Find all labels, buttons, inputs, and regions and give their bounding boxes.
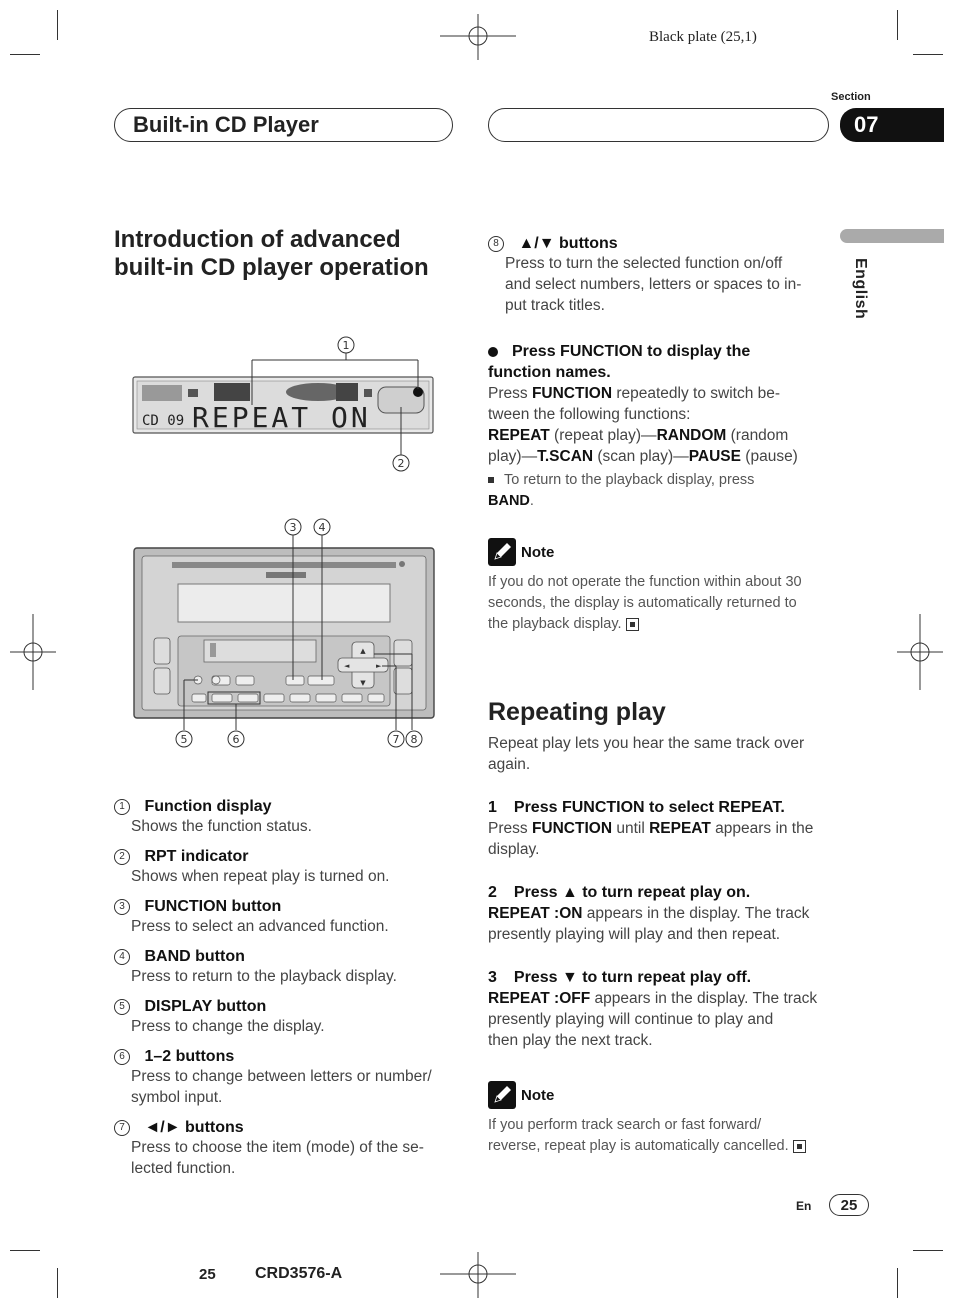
list-item: 2 RPT indicator Shows when repeat play i… <box>114 848 459 898</box>
language-tab <box>840 229 944 243</box>
callout-5: 5 <box>181 733 188 746</box>
pencil-note-icon <box>488 538 516 566</box>
svg-text:▼: ▼ <box>360 679 366 687</box>
callout-3: 3 <box>290 521 297 534</box>
svg-text:CD 09: CD 09 <box>142 413 184 429</box>
callout-1: 1 <box>343 339 350 352</box>
pencil-note-icon <box>488 1081 516 1109</box>
svg-text:►: ► <box>376 662 382 670</box>
language-code: En <box>796 1199 812 1213</box>
language-label: English <box>852 258 869 320</box>
crop-mark <box>913 1250 943 1251</box>
end-mark-icon <box>625 617 639 631</box>
bullet-square <box>488 477 494 484</box>
callout-7: 7 <box>393 733 400 746</box>
page-number: 25 <box>829 1194 869 1216</box>
note-block: Note If you perform track search or fast… <box>488 1081 833 1157</box>
crop-mark <box>10 1250 40 1251</box>
callout-4: 4 <box>319 521 326 534</box>
list-item: 5 DISPLAY button Press to change the dis… <box>114 998 459 1048</box>
head-unit-figure: ▲ ▼ ◄ ► 3 4 5 6 7 8 <box>133 518 435 748</box>
print-page-number: 25 <box>199 1266 216 1283</box>
note-block: Note If you do not operate the function … <box>488 538 833 635</box>
empty-title-pill <box>488 108 829 142</box>
list-item: 7 ◄/► buttons Press to choose the item (… <box>114 1119 459 1190</box>
model-code: CRD3576-A <box>255 1265 343 1282</box>
crop-mark <box>57 1268 58 1298</box>
callout-8: 8 <box>411 733 418 746</box>
lcd-text: REPEAT ON <box>192 401 371 434</box>
crop-mark <box>913 54 943 55</box>
chapter-title: Built-in CD Player <box>133 112 319 137</box>
end-mark-icon <box>792 1139 806 1153</box>
callout-6: 6 <box>233 733 240 746</box>
list-item: 3 FUNCTION button Press to select an adv… <box>114 898 459 948</box>
list-item: 4 BAND button Press to return to the pla… <box>114 948 459 998</box>
item-list: 1 Function display Shows the function st… <box>114 798 459 1190</box>
display-figure: CD 09 REPEAT ON 1 2 <box>132 336 434 472</box>
intro-title: Introduction of advanced built-in CD pla… <box>114 226 429 281</box>
repeating-play-title: Repeating play <box>488 698 666 726</box>
crop-mark <box>57 10 58 40</box>
svg-text:◄: ◄ <box>344 662 350 670</box>
list-item: 8 ▲/▼ buttons Press to turn the selected… <box>488 235 833 316</box>
repeating-play-body: Repeat play lets you hear the same track… <box>488 733 833 1051</box>
list-item: 6 1–2 buttons Press to change between le… <box>114 1048 459 1119</box>
function-names-block: Press FUNCTION to display the function n… <box>488 343 798 509</box>
bullet-dot <box>488 346 498 357</box>
svg-text:▲: ▲ <box>360 647 366 655</box>
crop-mark <box>897 10 898 40</box>
callout-2: 2 <box>398 457 405 470</box>
registration-mark-top <box>440 14 516 60</box>
crop-mark <box>10 54 40 55</box>
registration-mark-right <box>897 614 943 690</box>
section-label: Section <box>831 91 871 103</box>
section-number: 07 <box>840 108 944 142</box>
plate-label: Black plate (25,1) <box>649 29 757 45</box>
chapter-title-pill: Built-in CD Player <box>114 108 453 142</box>
registration-mark-bottom <box>440 1252 516 1298</box>
registration-mark-left <box>10 614 56 690</box>
crop-mark <box>897 1268 898 1298</box>
list-item: 1 Function display Shows the function st… <box>114 798 459 848</box>
